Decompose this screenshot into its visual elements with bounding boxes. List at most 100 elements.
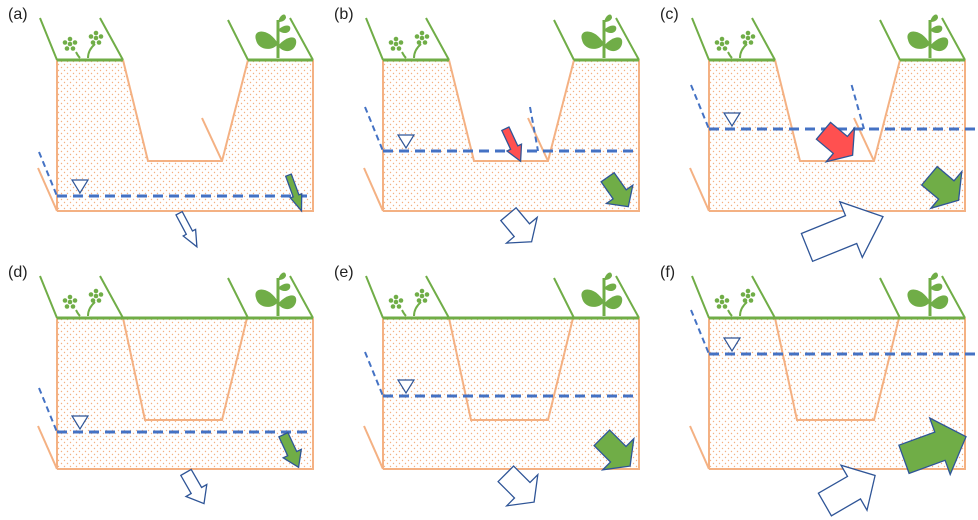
flower-stems [401, 301, 422, 317]
water-table-symbol-icon [70, 415, 90, 431]
petal [414, 292, 420, 297]
soil-outline [708, 317, 966, 470]
flower-stems [727, 301, 748, 317]
soil-body [57, 318, 313, 469]
petal [750, 34, 756, 39]
leaf [907, 289, 930, 307]
water-table-section-line [364, 106, 384, 152]
soil-section-line [363, 167, 384, 212]
petal [419, 35, 425, 41]
petal [62, 298, 68, 303]
petal [719, 299, 725, 305]
petal [414, 34, 420, 39]
petal [64, 46, 70, 51]
petal [722, 46, 728, 51]
soil-section-line [37, 167, 58, 212]
water-table-symbol-icon [722, 337, 742, 353]
vegetation-zone-lines [691, 17, 966, 61]
petal [96, 40, 102, 45]
deep-infiltration-arrow [497, 465, 539, 507]
deep-infiltration-arrow [175, 210, 198, 249]
leaf [581, 289, 604, 307]
panel-b [363, 14, 640, 212]
petal [424, 34, 430, 39]
leaf [930, 295, 949, 310]
channel-bank-line [527, 117, 549, 162]
vegetation-zone-lines [691, 275, 966, 319]
petal [745, 35, 751, 41]
channel-bank-line [201, 117, 223, 162]
petal [714, 40, 720, 45]
deep-infiltration-arrow [499, 206, 539, 244]
flower-icon [88, 30, 104, 45]
vegetation-zone-lines [365, 275, 640, 319]
groundwater-outflow-arrow [284, 173, 303, 213]
deep-infiltration-arrow [817, 464, 876, 517]
petal [390, 304, 396, 309]
petal [396, 46, 402, 51]
leaf-plant-icon [581, 272, 623, 316]
channel-water-line [850, 84, 865, 130]
leaf [255, 289, 278, 307]
leaf [278, 37, 297, 52]
petal [88, 292, 94, 297]
soil-outline [708, 59, 966, 212]
petal [748, 298, 754, 303]
soil-body [57, 60, 313, 211]
water-table-section-line [38, 151, 58, 197]
petal [719, 41, 725, 47]
leaf [930, 272, 938, 280]
petal [64, 304, 70, 309]
petal [740, 292, 746, 297]
flower-icon [62, 294, 78, 309]
deep-infiltration-arrow [179, 468, 208, 505]
leaf [255, 31, 278, 49]
petal [70, 46, 76, 51]
leaf [930, 14, 938, 22]
flower-icon [740, 288, 756, 303]
leaf [278, 283, 291, 291]
petal [393, 36, 399, 42]
leaf [604, 14, 612, 22]
flower-icon [62, 36, 78, 51]
flower-icon [414, 288, 430, 303]
petal [72, 298, 78, 303]
panel-a [37, 14, 314, 212]
groundwater-outflow-arrow [593, 429, 635, 471]
petal [398, 40, 404, 45]
leaf [581, 31, 604, 49]
petal [93, 288, 99, 294]
water-table-section-line [690, 309, 710, 355]
petal [716, 46, 722, 51]
flower-icon [714, 36, 730, 51]
leaf [278, 14, 286, 22]
petal [393, 294, 399, 300]
petal [98, 292, 104, 297]
petal [98, 34, 104, 39]
leaf [604, 25, 617, 33]
leaf [278, 272, 286, 280]
petal [719, 294, 725, 300]
flower-stems [401, 43, 422, 59]
petal [93, 30, 99, 36]
petal [393, 41, 399, 47]
soil-section-line [363, 425, 384, 470]
channel-seepage-arrow [815, 121, 856, 163]
petal [388, 298, 394, 303]
leaf-plant-icon [255, 14, 297, 58]
soil-section-line [37, 425, 58, 470]
petal [67, 294, 73, 300]
petal [96, 298, 102, 303]
petal [745, 288, 751, 294]
petal [390, 46, 396, 51]
petal [67, 36, 73, 42]
groundwater-outflow-arrow [920, 165, 963, 210]
soil-outline [56, 59, 314, 212]
flower-icon [740, 30, 756, 45]
panel-label-c: (c) [660, 6, 679, 23]
petal [67, 299, 73, 305]
petal [722, 304, 728, 309]
deep-infiltration-arrow [800, 200, 884, 263]
petal [419, 30, 425, 36]
panel-label-e: (e) [334, 264, 354, 281]
